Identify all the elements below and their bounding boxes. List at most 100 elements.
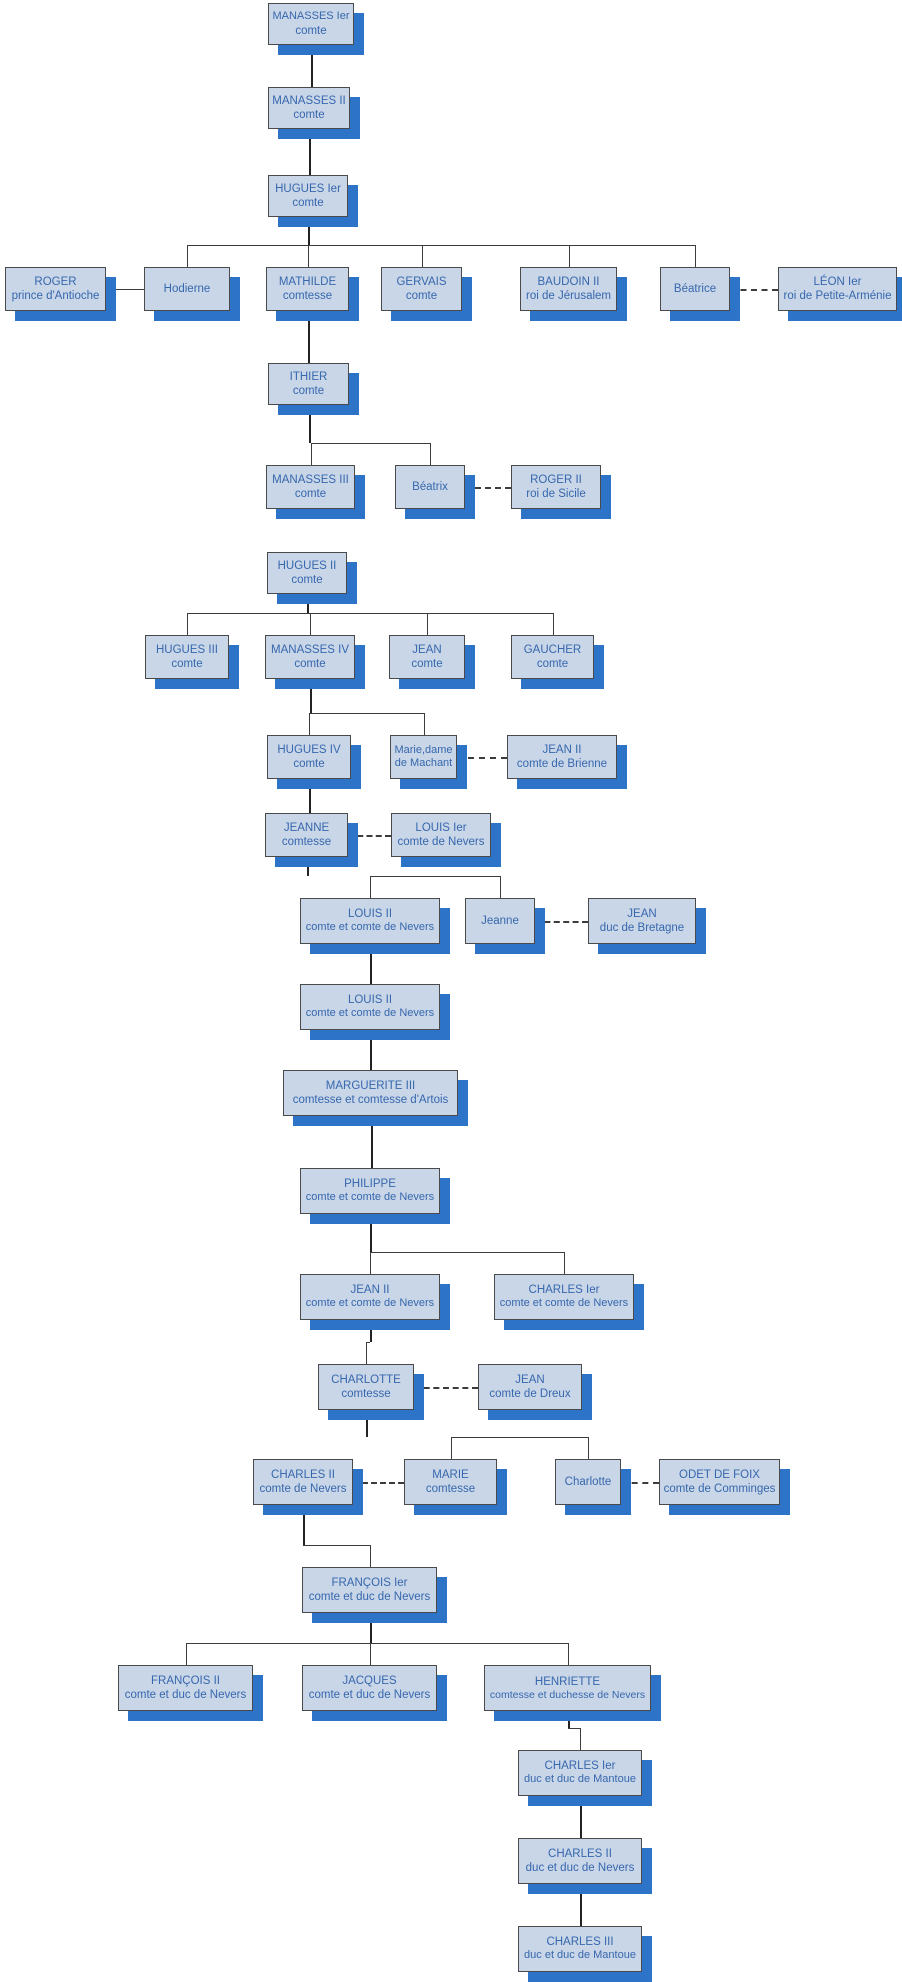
connector-line-vertical [366,1410,368,1437]
node-box[interactable]: Hodierne [144,267,230,311]
node-box[interactable]: Béatrice [660,267,730,311]
person-node-beatrice[interactable]: Béatrice [660,267,740,321]
person-name: GAUCHER [523,643,582,656]
node-box[interactable]: Jeanne [465,898,535,944]
node-box[interactable]: Béatrix [395,465,465,509]
person-node-charlotte_s[interactable]: Charlotte [555,1459,631,1515]
person-node-hodierne[interactable]: Hodierne [144,267,240,321]
connector-line-vertical [303,1505,305,1545]
person-title: comtesse [282,290,333,302]
person-title: comte et comte de Nevers [305,1007,435,1020]
person-name: FRANÇOIS II [150,1674,220,1687]
person-node-jeanne_s[interactable]: Jeanne [465,898,545,954]
person-title: duc et duc de Mantoue [524,1949,636,1962]
person-title: comtesse [425,1483,476,1495]
node-box[interactable]: Charlotte [555,1459,621,1505]
connector-line-vertical [308,311,310,363]
person-name: MANASSES III [272,473,349,486]
person-node-beatrix[interactable]: Béatrix [395,465,475,519]
